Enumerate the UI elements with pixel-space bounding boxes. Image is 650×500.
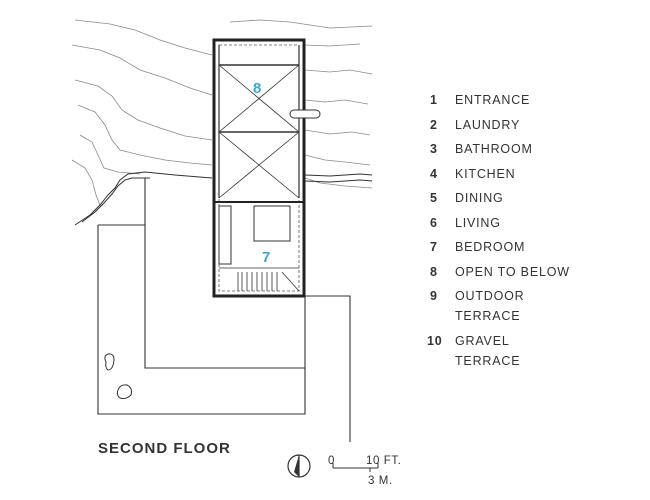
legend-number: 6	[430, 215, 438, 230]
legend-label: KITCHEN	[455, 166, 516, 181]
room-number-bedroom: 7	[262, 249, 270, 266]
stair	[241, 271, 300, 292]
legend-label: GRAVEL TERRACE	[455, 333, 521, 368]
legend-label: ENTRANCE	[455, 93, 531, 107]
legend-label: LIVING	[455, 215, 501, 230]
contour-lines	[71, 19, 373, 206]
legend-item: 3 BATHROOM	[430, 139, 630, 159]
legend-number: 9	[430, 289, 438, 303]
legend-number: 2	[430, 117, 438, 132]
building-outline	[212, 38, 306, 298]
legend-label: OUTDOOR TERRACE	[455, 289, 525, 323]
room-number-open-to-below: 8	[253, 80, 261, 97]
legend-number: 3	[430, 142, 438, 156]
bedroom	[218, 205, 299, 291]
legend-label: OPEN TO BELOW	[455, 264, 570, 279]
legend-item: 7 BEDROOM	[430, 237, 630, 257]
legend-number: 5	[430, 191, 438, 205]
legend-item: 5 DINING	[430, 188, 630, 208]
legend-label: LAUNDRY	[455, 117, 521, 132]
legend-item: 10 GRAVEL TERRACE	[427, 331, 630, 371]
legend-label: DINING	[455, 191, 504, 205]
stone-wall	[74, 171, 373, 226]
legend-item: 4 KITCHEN	[430, 164, 630, 184]
rocks	[104, 353, 132, 400]
legend-number: 4	[430, 166, 438, 181]
floor-title: SECOND FLOOR	[98, 440, 231, 457]
scale-feet-label: 10 FT.	[366, 455, 402, 467]
scale-zero-label: 0	[328, 455, 335, 467]
legend-item: 8 OPEN TO BELOW	[430, 262, 630, 282]
scale-meters-label: 3 M.	[368, 475, 393, 487]
legend-number: 8	[430, 264, 438, 279]
legend-number: 10	[427, 333, 443, 348]
room-legend: 1 ENTRANCE 2 LAUNDRY 3 BATHROOM 4 KITCHEN 5 DININ…	[427, 90, 630, 375]
legend-item: 2 LAUNDRY	[430, 115, 630, 135]
legend-label: BEDROOM	[455, 240, 526, 254]
legend-item: 6 LIVING	[430, 213, 630, 233]
terrace-outlines	[97, 178, 351, 442]
legend-number: 7	[430, 240, 438, 254]
legend-item: 1 ENTRANCE	[430, 90, 630, 110]
legend-number: 1	[430, 93, 438, 107]
open-to-below	[218, 45, 321, 199]
north-arrow-icon	[287, 454, 311, 478]
legend-label: BATHROOM	[455, 142, 533, 156]
scale-bar: 0 10 FT. 3 M.	[328, 455, 402, 487]
legend-item: 9 OUTDOOR TERRACE	[430, 286, 630, 326]
